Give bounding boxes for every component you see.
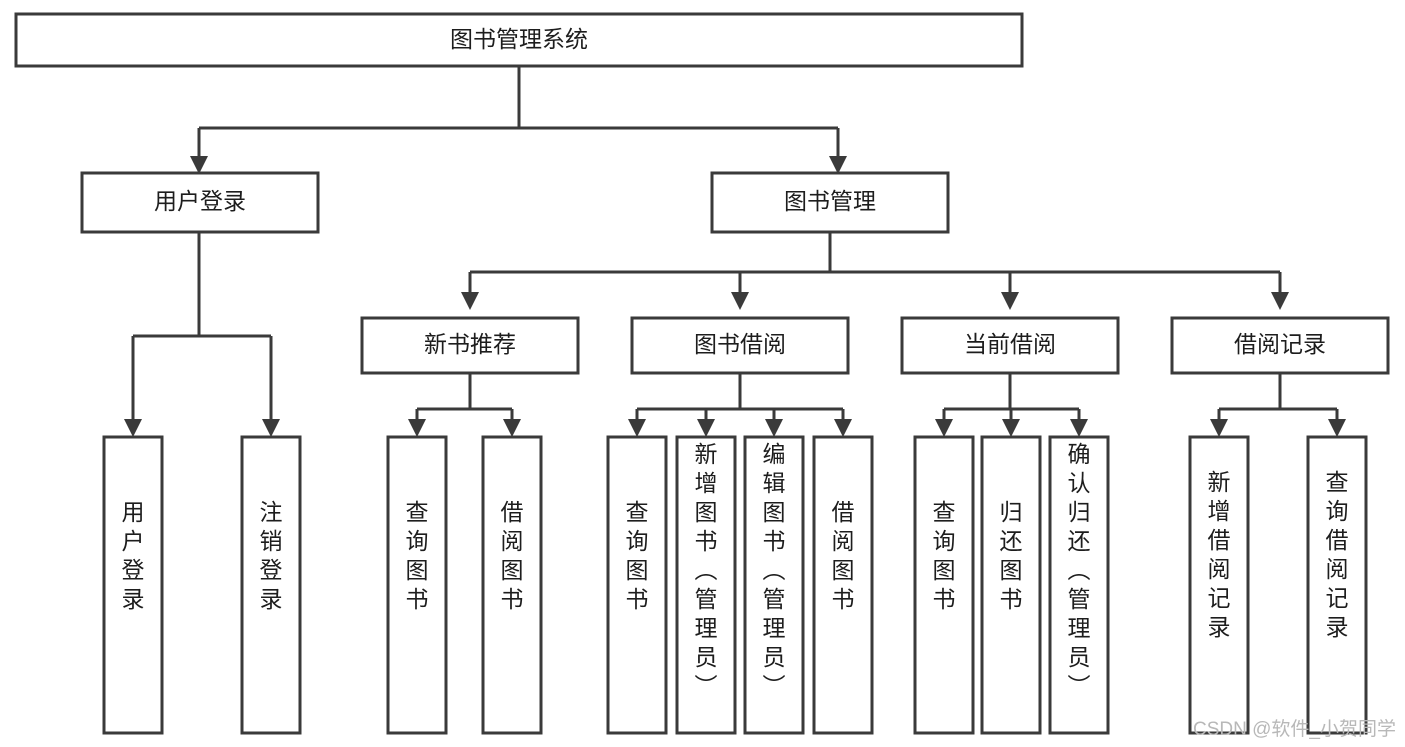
arrow-leaf-query-book-3 <box>935 419 953 437</box>
leaf-node-borrow-book-2[interactable]: 借阅图书 <box>812 435 874 735</box>
leaf-box-query-book-1[interactable] <box>386 435 448 735</box>
node-new-book-recommend[interactable]: 新书推荐 <box>360 316 580 375</box>
node-label-borrow-record: 借阅记录 <box>1234 331 1326 357</box>
arrow-to-book-borrow <box>731 292 749 310</box>
leaf-label-add-book: 新增图书︵管理员︶ <box>695 441 718 699</box>
leaf-label-edit-book: 编辑图书︵管理员︶ <box>763 441 786 699</box>
node-box-current-borrow[interactable] <box>900 316 1120 375</box>
node-current-borrow[interactable]: 当前借阅 <box>900 316 1120 375</box>
node-box-user-login[interactable] <box>80 171 320 234</box>
node-label-book-borrow: 图书借阅 <box>694 331 786 357</box>
arrow-leaf-add-book <box>697 419 715 437</box>
node-box-new-book-recommend[interactable] <box>360 316 580 375</box>
arrow-leaf-add-record <box>1210 419 1228 437</box>
leaf-node-query-book-2[interactable]: 查询图书 <box>606 435 668 735</box>
leaf-box-query-record[interactable] <box>1306 435 1368 735</box>
node-box-book-borrow[interactable] <box>630 316 850 375</box>
leaf-node-query-book-1[interactable]: 查询图书 <box>386 435 448 735</box>
connector-layer <box>124 66 1346 437</box>
node-book-borrow[interactable]: 图书借阅 <box>630 316 850 375</box>
leaf-box-add-book[interactable] <box>675 435 737 735</box>
arrow-leaf-user-login <box>124 419 142 437</box>
leaf-box-add-record[interactable] <box>1188 435 1250 735</box>
node-box-system-root[interactable] <box>14 12 1024 68</box>
leaf-label-query-book-1: 查询图书 <box>406 499 429 612</box>
arrow-leaf-edit-book <box>765 419 783 437</box>
leaf-node-query-book-3[interactable]: 查询图书 <box>913 435 975 735</box>
node-box-book-management[interactable] <box>710 171 950 234</box>
leaf-label-borrow-book-2: 借阅图书 <box>832 499 855 612</box>
arrow-to-new-book <box>461 292 479 310</box>
leaf-label-query-record: 查询借阅记录 <box>1326 469 1349 640</box>
leaf-node-query-record[interactable]: 查询借阅记录 <box>1306 435 1368 735</box>
leaf-box-borrow-book-1[interactable] <box>481 435 543 735</box>
leaf-box-borrow-book-2[interactable] <box>812 435 874 735</box>
leaf-node-return-book[interactable]: 归还图书 <box>980 435 1042 735</box>
node-user-login[interactable]: 用户登录 <box>80 171 320 234</box>
arrow-leaf-query-book-2 <box>628 419 646 437</box>
leaf-node-borrow-book-1[interactable]: 借阅图书 <box>481 435 543 735</box>
arrow-to-borrow-record <box>1271 292 1289 310</box>
arrow-leaf-user-logout <box>262 419 280 437</box>
leaf-label-add-record: 新增借阅记录 <box>1208 469 1231 640</box>
leaf-node-user-logout[interactable]: 注销登录 <box>240 435 302 735</box>
arrow-leaf-query-book-1 <box>408 419 426 437</box>
arrow-leaf-return-book <box>1002 419 1020 437</box>
leaf-label-query-book-2: 查询图书 <box>626 499 649 612</box>
leaf-label-borrow-book-1: 借阅图书 <box>501 499 524 612</box>
leaf-node-user-login[interactable]: 用户登录 <box>102 435 164 735</box>
arrow-to-current-borrow <box>1001 292 1019 310</box>
node-borrow-record[interactable]: 借阅记录 <box>1170 316 1390 375</box>
leaf-box-return-book[interactable] <box>980 435 1042 735</box>
leaf-label-query-book-3: 查询图书 <box>933 499 956 612</box>
arrow-leaf-borrow-book-1 <box>503 419 521 437</box>
leaf-box-query-book-2[interactable] <box>606 435 668 735</box>
node-system-root[interactable]: 图书管理系统 <box>14 12 1024 68</box>
arrow-leaf-query-record <box>1328 419 1346 437</box>
leaf-node-add-book[interactable]: 新增图书︵管理员︶ <box>675 435 737 735</box>
leaf-box-query-book-3[interactable] <box>913 435 975 735</box>
arrow-to-book-management <box>829 156 847 174</box>
leaf-node-confirm-return[interactable]: 确认归还︵管理员︶ <box>1048 435 1110 735</box>
node-label-new-book-recommend: 新书推荐 <box>424 331 516 357</box>
arrow-leaf-borrow-book-2 <box>834 419 852 437</box>
leaf-box-user-login[interactable] <box>102 435 164 735</box>
node-label-current-borrow: 当前借阅 <box>964 331 1056 357</box>
csdn-watermark: CSDN @软件_小贺同学 <box>1193 718 1396 740</box>
node-label-user-login: 用户登录 <box>154 188 246 214</box>
leaf-box-confirm-return[interactable] <box>1048 435 1110 735</box>
leaf-node-add-record[interactable]: 新增借阅记录 <box>1188 435 1250 735</box>
leaf-box-user-logout[interactable] <box>240 435 302 735</box>
leaf-box-edit-book[interactable] <box>743 435 805 735</box>
arrow-to-user-login <box>190 156 208 174</box>
leaf-layer: 用户登录 注销登录 查询图书 借阅图书 查询图书 新增图书 <box>102 435 1368 735</box>
leaf-label-return-book: 归还图书 <box>1000 499 1023 612</box>
leaf-label-confirm-return: 确认归还︵管理员︶ <box>1068 441 1091 699</box>
leaf-node-edit-book[interactable]: 编辑图书︵管理员︶ <box>743 435 805 735</box>
leaf-label-user-login: 用户登录 <box>122 499 145 612</box>
node-label-book-management: 图书管理 <box>784 188 876 214</box>
node-box-borrow-record[interactable] <box>1170 316 1390 375</box>
node-label-system-root: 图书管理系统 <box>450 26 588 52</box>
leaf-label-user-logout: 注销登录 <box>260 499 283 612</box>
node-book-management[interactable]: 图书管理 <box>710 171 950 234</box>
arrow-leaf-confirm-return <box>1070 419 1088 437</box>
